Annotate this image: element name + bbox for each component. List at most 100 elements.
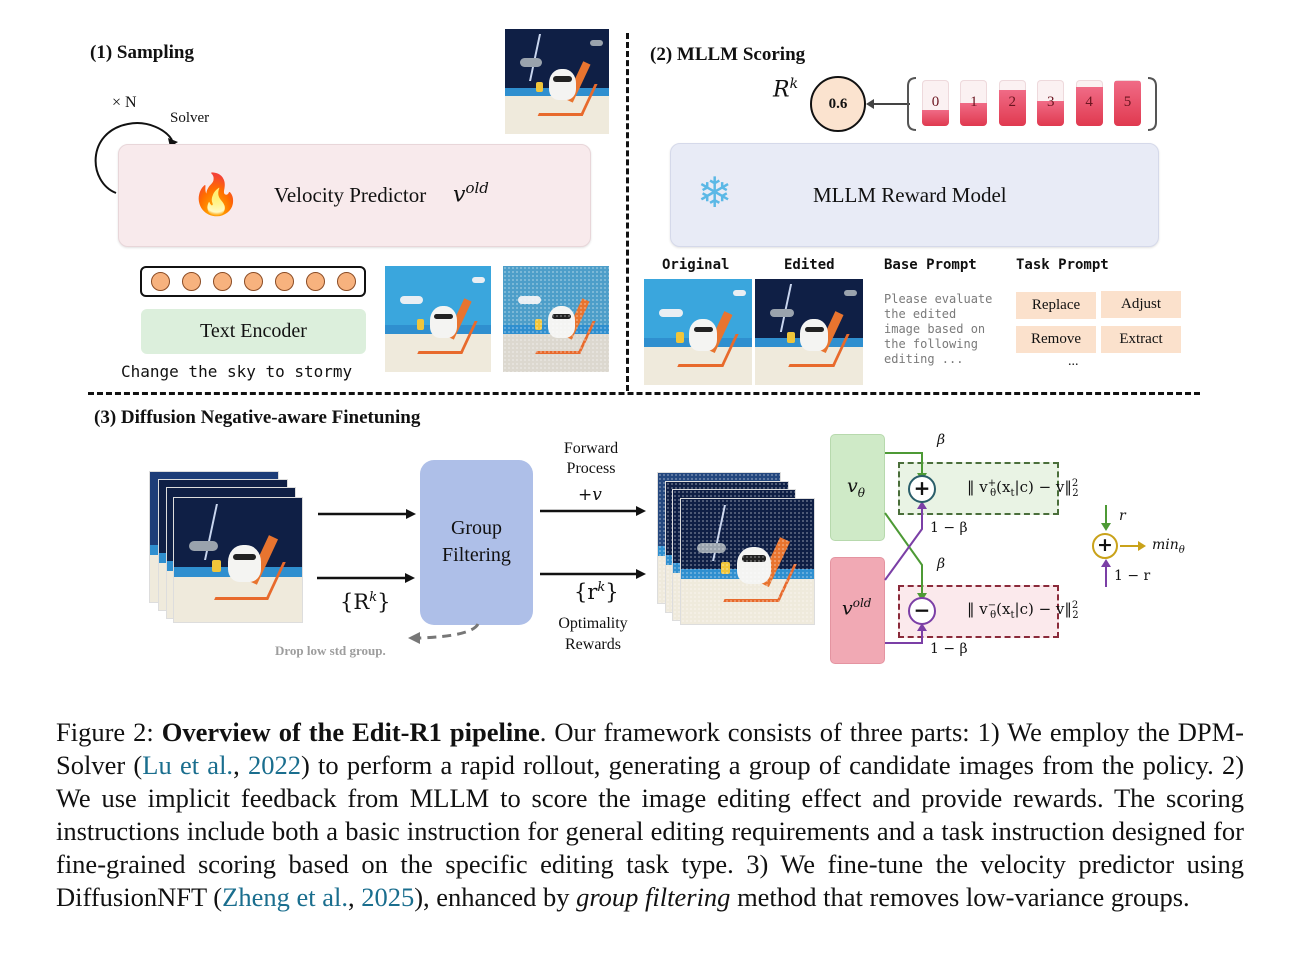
optimality-line2: Rewards bbox=[565, 636, 621, 653]
v-theta-symbol: vθ bbox=[847, 475, 865, 500]
score-level-label: 2 bbox=[1008, 94, 1017, 110]
score-level-0: 0 bbox=[922, 80, 949, 126]
token-embedding-dot bbox=[150, 272, 170, 291]
edit-instruction-prompt: Change the sky to stormy bbox=[121, 362, 353, 381]
v-old-box: vold bbox=[830, 557, 885, 664]
base-prompt-line: the edited bbox=[884, 307, 957, 321]
caption-bold-title: Overview of the Edit-R1 pipeline bbox=[161, 717, 540, 747]
reward-set-label: {Rk} bbox=[340, 590, 391, 614]
forward-process-arrow bbox=[540, 506, 646, 516]
finetuning-title: (3) Diffusion Negative-aware Finetuning bbox=[94, 407, 421, 428]
beta-bottom-label: β bbox=[937, 556, 946, 572]
positive-loss-expression: ‖ v+θ(xt|c) − v‖22 bbox=[967, 478, 1079, 499]
score-level-4: 4 bbox=[1075, 80, 1103, 126]
sum-operator-circle: + bbox=[1092, 533, 1118, 559]
score-bracket-right bbox=[1147, 77, 1157, 131]
forward-process-line2: Process bbox=[566, 460, 616, 477]
score-level-label: 4 bbox=[1085, 94, 1093, 110]
one-minus-beta-top-label: 1 − β bbox=[930, 520, 968, 536]
token-embedding-dot bbox=[305, 272, 325, 291]
token-embedding-dot bbox=[212, 272, 232, 291]
task-prompt-label: Task Prompt bbox=[1016, 257, 1109, 273]
score-level-label: 1 bbox=[970, 94, 978, 110]
score-level-1: 1 bbox=[960, 80, 988, 126]
mllm-reward-model-box: ❄ MLLM Reward Model bbox=[670, 143, 1159, 247]
loop-count-label: × N bbox=[112, 94, 137, 111]
reward-score-value: 0.6 bbox=[828, 95, 848, 112]
group-filtering-box: Group Filtering bbox=[420, 460, 533, 625]
task-chip-extract: Extract bbox=[1101, 326, 1181, 353]
citation-zheng-year[interactable]: 2025 bbox=[361, 882, 415, 912]
text-token-embeddings bbox=[140, 266, 366, 297]
score-level-fill bbox=[1075, 86, 1103, 126]
citation-lu-year[interactable]: 2022 bbox=[247, 750, 301, 780]
token-embedding-dot bbox=[181, 272, 201, 291]
task-chip-adjust: Adjust bbox=[1101, 291, 1181, 318]
base-prompt-line: editing ... bbox=[884, 352, 964, 366]
one-minus-r-label: 1 − r bbox=[1114, 568, 1151, 584]
score-level-fill bbox=[998, 90, 1026, 126]
score-level-label: 3 bbox=[1046, 94, 1055, 110]
snowflake-icon: ❄ bbox=[697, 168, 733, 217]
token-embedding-dot bbox=[336, 272, 356, 291]
velocity-predictor-box: 🔥 Velocity Predictor vold bbox=[118, 144, 591, 247]
score-level-fill bbox=[960, 103, 988, 126]
score-level-label: 0 bbox=[931, 94, 940, 110]
original-label: Original bbox=[662, 257, 730, 273]
score-level-3: 3 bbox=[1037, 80, 1065, 126]
sampling-title: (1) Sampling bbox=[90, 42, 194, 63]
figure-caption: Figure 2: Overview of the Edit-R1 pipeli… bbox=[56, 717, 1245, 912]
section-divider-vertical bbox=[626, 33, 629, 391]
optimality-line1: Optimality bbox=[558, 615, 628, 632]
forward-process-line1: Forward bbox=[563, 440, 619, 457]
rewards-to-filter-arrow bbox=[317, 573, 415, 583]
v-theta-box: vθ bbox=[830, 434, 885, 541]
score-bracket-left bbox=[907, 77, 917, 131]
base-prompt-line: Please evaluate bbox=[884, 292, 993, 306]
beta-top-label: β bbox=[937, 432, 946, 448]
base-prompt-label: Base Prompt bbox=[884, 257, 977, 273]
plus-operator-circle: + bbox=[908, 475, 936, 503]
images-to-filter-arrow bbox=[318, 509, 416, 519]
reward-score-circle: 0.6 bbox=[810, 76, 866, 132]
text-encoder-box: Text Encoder bbox=[141, 309, 366, 354]
mllm-reward-model-label: MLLM Reward Model bbox=[813, 183, 1007, 207]
one-minus-beta-bottom-label: 1 − β bbox=[930, 641, 968, 657]
source-image bbox=[385, 266, 491, 372]
v-old-symbol-ft: vold bbox=[842, 596, 872, 620]
optimality-rewards-arrow bbox=[540, 569, 646, 579]
score-level-fill bbox=[1037, 100, 1065, 126]
reward-symbol: Rk bbox=[773, 76, 799, 103]
mllm-scoring-title: (2) MLLM Scoring bbox=[650, 44, 806, 65]
drop-low-std-label: Drop low std group. bbox=[275, 643, 386, 658]
group-filtering-label-line1: Group bbox=[450, 517, 503, 539]
group-filtering-label-line2: Filtering bbox=[442, 544, 511, 566]
solver-label: Solver bbox=[170, 110, 210, 126]
min-theta-label: minθ bbox=[1152, 537, 1185, 556]
task-more-ellipsis: ... bbox=[1068, 354, 1079, 369]
token-embedding-dot bbox=[243, 272, 263, 291]
original-image bbox=[644, 279, 752, 385]
optimality-set-label: {rk} bbox=[574, 580, 619, 604]
score-level-fill bbox=[1114, 81, 1141, 126]
section-divider-horizontal bbox=[88, 392, 1200, 395]
score-level-5: 5 bbox=[1114, 80, 1141, 126]
noisy-source-image bbox=[503, 266, 609, 372]
citation-lu-author[interactable]: Lu et al. bbox=[142, 750, 234, 780]
loss-connection-lines bbox=[884, 452, 1146, 644]
edited-image bbox=[755, 279, 863, 385]
citation-zheng-author[interactable]: Zheng et al. bbox=[222, 882, 348, 912]
base-prompt-line: the following bbox=[884, 337, 978, 351]
minus-operator-circle: − bbox=[908, 597, 936, 625]
velocity-predictor-label: Velocity Predictor bbox=[274, 183, 427, 207]
drop-group-dashed-arrow bbox=[408, 623, 480, 644]
score-to-reward-arrow bbox=[866, 99, 910, 109]
plus-v-label: +v bbox=[578, 485, 602, 505]
negative-loss-expression: ‖ v−θ(xt|c) − v‖22 bbox=[967, 600, 1079, 621]
token-embedding-dot bbox=[274, 272, 294, 291]
score-level-label: 5 bbox=[1123, 94, 1132, 110]
task-chip-remove: Remove bbox=[1016, 326, 1096, 353]
v-old-symbol: vold bbox=[453, 179, 489, 208]
text-encoder-label: Text Encoder bbox=[200, 320, 307, 342]
